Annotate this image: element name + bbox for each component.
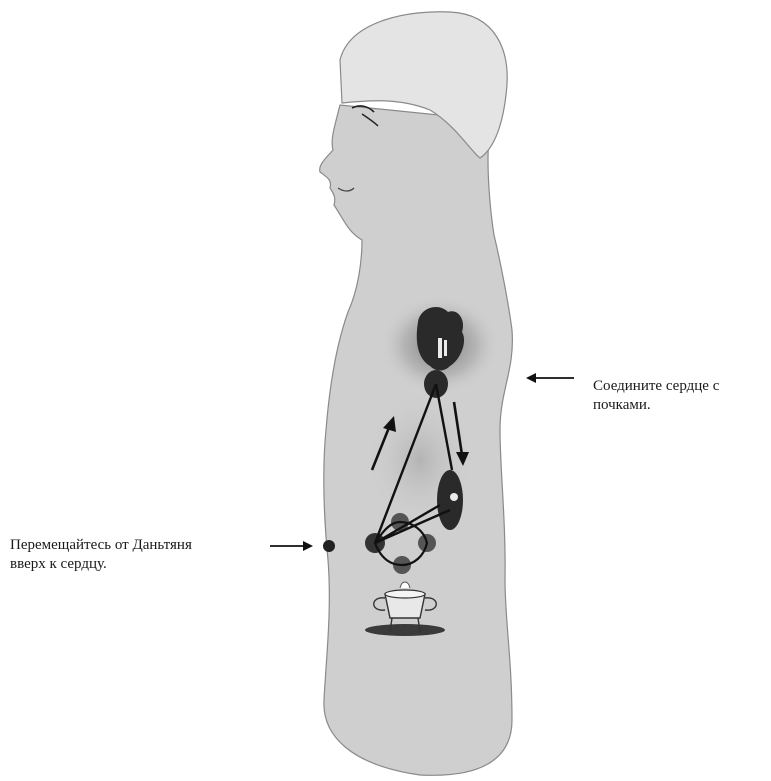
caption-heart-kidneys-line2: почками. <box>593 396 719 415</box>
right-pointer-arrow <box>526 373 574 383</box>
left-pointer-arrow <box>270 540 335 552</box>
dantian-marker-icon <box>323 540 335 552</box>
caption-heart-kidneys: Соедините сердце с почками. <box>593 377 719 415</box>
kidney-icon <box>437 470 463 530</box>
caption-dantian-line1: Перемещайтесь от Даньтяня <box>10 536 192 555</box>
caption-dantian-line2: вверх к сердцу. <box>10 555 192 574</box>
caption-dantian: Перемещайтесь от Даньтяня вверх к сердцу… <box>10 536 192 574</box>
caption-heart-kidneys-line1: Соедините сердце с <box>593 377 719 396</box>
